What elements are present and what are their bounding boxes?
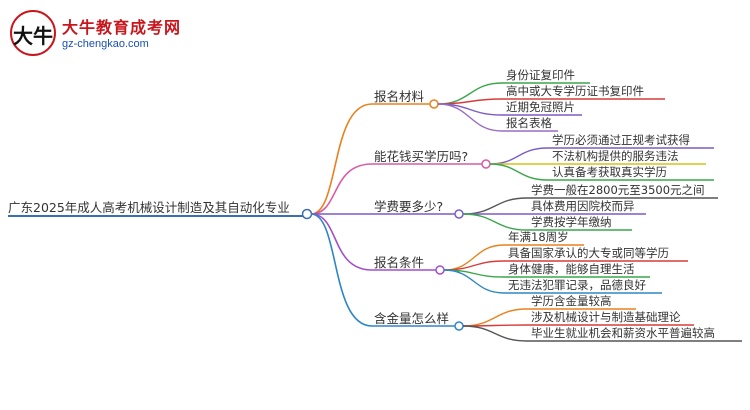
connector-value-3 <box>462 325 742 342</box>
branch-conditions: 报名条件 <box>374 255 425 270</box>
root-node-dot <box>301 208 313 220</box>
logo-title: 大牛教育成考网 <box>62 18 182 37</box>
connector-root-buy <box>310 163 482 215</box>
connector-materials-4 <box>437 103 558 132</box>
branch-fees: 学费要多少? <box>374 199 444 214</box>
branch-dot-buy <box>481 159 491 169</box>
leaf-materials-diploma-copy: 高中或大专学历证书复印件 <box>506 84 644 98</box>
leaf-conditions-age: 年满18周岁 <box>508 230 569 244</box>
leaf-value-high: 学历含金量较高 <box>531 294 612 308</box>
leaf-fees-range: 学费一般在2800元至3500元之间 <box>531 183 705 197</box>
logo-badge-icon: 大牛 <box>10 10 56 56</box>
branch-dot-materials <box>429 99 439 109</box>
leaf-buy-exam-required: 学历必须通过正规考试获得 <box>552 133 690 147</box>
connector-root-value <box>310 213 455 327</box>
connector-conditions-4 <box>443 269 662 294</box>
logo: 大牛 大牛教育成考网 gz-chengkao.com <box>10 10 180 60</box>
leaf-conditions-health: 身体健康，能够自理生活 <box>508 262 635 276</box>
branch-value: 含金量怎么样 <box>374 311 450 326</box>
leaf-value-theory: 涉及机械设计与制造基础理论 <box>531 310 681 324</box>
leaf-materials-form: 报名表格 <box>506 116 552 130</box>
connector-buy-3 <box>489 163 714 181</box>
leaf-materials-photo: 近期免冠照片 <box>506 100 575 114</box>
leaf-value-employment: 毕业生就业机会和薪资水平普遍较高 <box>531 326 715 340</box>
leaf-materials-id-copy: 身份证复印件 <box>506 68 575 82</box>
logo-url: gz-chengkao.com <box>62 38 149 50</box>
leaf-conditions-record: 无违法犯罪记录，品德良好 <box>508 278 646 292</box>
branch-dot-conditions <box>435 265 445 275</box>
leaf-buy-illegal-service: 不法机构提供的服务违法 <box>552 149 679 163</box>
leaf-fees-varies: 具体费用因院校而异 <box>531 199 635 213</box>
leaf-buy-prepare: 认真备考获取真实学历 <box>552 165 667 179</box>
branch-buy-degree: 能花钱买学历吗? <box>374 149 469 164</box>
root-topic: 广东2025年成人高考机械设计制造及其自动化专业 <box>8 200 290 215</box>
leaf-fees-yearly: 学费按学年缴纳 <box>531 215 612 229</box>
branch-materials: 报名材料 <box>374 89 425 104</box>
connector-root-conditions <box>310 213 436 271</box>
connector-fees-3 <box>462 213 632 231</box>
logo-badge-text: 大牛 <box>13 24 53 48</box>
branch-dot-value <box>454 321 464 331</box>
leaf-conditions-education: 具备国家承认的大专或同等学历 <box>508 246 669 260</box>
branch-dot-fees <box>454 209 464 219</box>
connector-root-materials <box>310 103 430 215</box>
